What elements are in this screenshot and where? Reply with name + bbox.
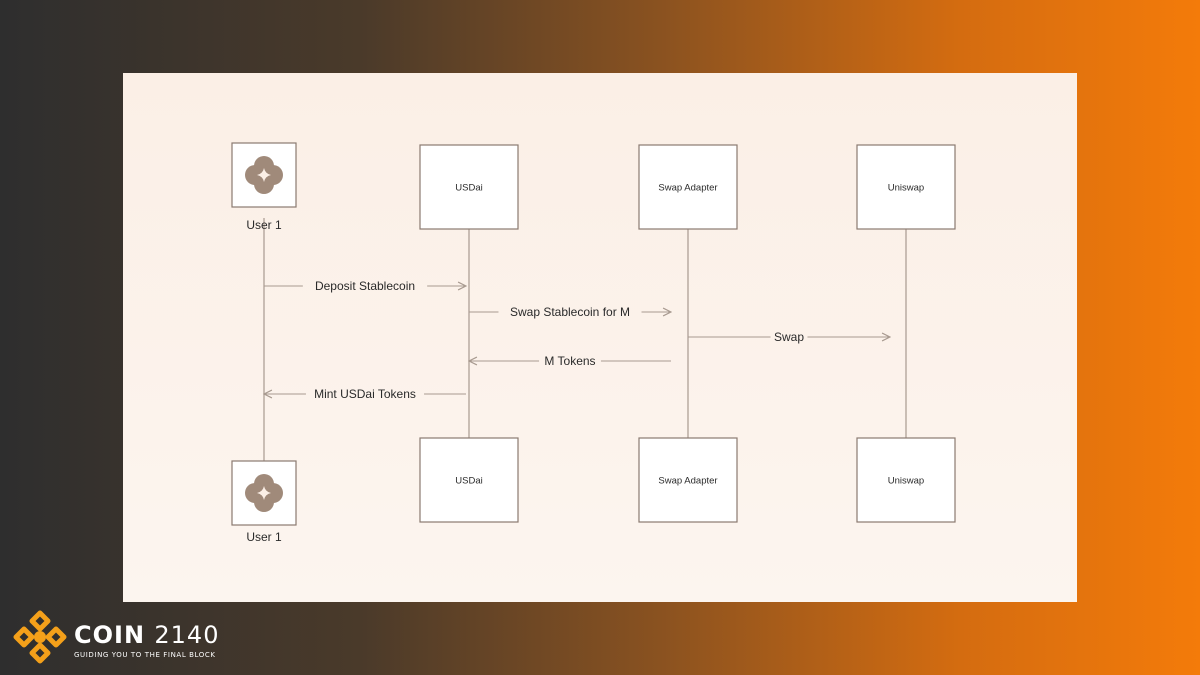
brand-wordmark: COIN 2140	[74, 621, 219, 649]
user-avatar-icon-bottom	[245, 474, 283, 512]
brand-number: 2140	[154, 621, 220, 649]
brand-tagline: GUIDING YOU TO THE FINAL BLOCK	[74, 651, 216, 659]
brand-word: COIN	[74, 621, 146, 649]
message-label-2: Swap	[774, 330, 804, 344]
user-avatar-icon-top	[245, 156, 283, 194]
participant-box-usdai-top	[419, 144, 519, 230]
coin2140-logo-icon	[13, 610, 67, 664]
participant-label-swap_adapter-top: Swap Adapter	[658, 183, 717, 194]
message-label-1: Swap Stablecoin for M	[510, 305, 630, 319]
participant-label-user1-bottom: User 1	[246, 530, 282, 544]
message-label-4: Mint USDai Tokens	[314, 387, 416, 401]
participant-box-uniswap-top	[856, 144, 956, 230]
participant-label-user1-top: User 1	[246, 218, 282, 232]
participant-box-usdai-bottom	[419, 437, 519, 523]
brand-footer: COIN 2140 GUIDING YOU TO THE FINAL BLOCK	[10, 605, 250, 669]
participant-label-uniswap-bottom: Uniswap	[888, 476, 924, 487]
message-label-0: Deposit Stablecoin	[315, 279, 415, 293]
participant-box-swap_adapter-top	[638, 144, 738, 230]
participant-label-uniswap-top: Uniswap	[888, 183, 924, 194]
participant-box-swap_adapter-bottom	[638, 437, 738, 523]
participant-label-usdai-bottom: USDai	[455, 476, 482, 487]
message-label-3: M Tokens	[544, 354, 595, 368]
participant-label-usdai-top: USDai	[455, 183, 482, 194]
participant-box-uniswap-bottom	[856, 437, 956, 523]
participant-label-swap_adapter-bottom: Swap Adapter	[658, 476, 717, 487]
